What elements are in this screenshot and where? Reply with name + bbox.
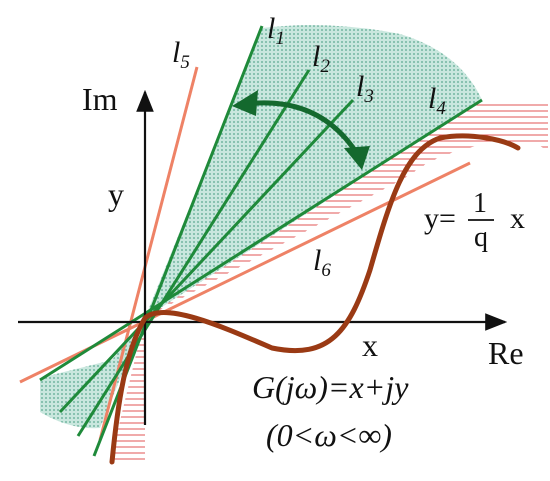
imag-axis-label: Im	[82, 81, 118, 117]
line-l2	[76, 69, 311, 437]
hatched-region-lower	[110, 318, 145, 462]
label-l4: l4	[428, 82, 446, 119]
popov-denominator: q	[474, 222, 488, 253]
label-l6: l6	[313, 244, 331, 281]
frequency-range: (0<ω<∞)	[266, 417, 392, 453]
y-label: y	[108, 176, 124, 212]
transfer-function-formula: G(jω)=x+jy	[252, 369, 409, 405]
popov-numerator: 1	[473, 188, 487, 219]
real-axis-label: Re	[488, 335, 524, 371]
lower-sector-region	[40, 318, 145, 429]
rotation-arrow-head-right	[344, 146, 370, 170]
popov-prefix: y=	[424, 202, 456, 235]
x-label: x	[362, 327, 378, 363]
stability-sector-region	[145, 25, 482, 318]
rotation-arrow-arc	[244, 100, 361, 157]
line-l4	[39, 98, 483, 382]
popov-line-equation: y= 1 q x	[424, 188, 525, 253]
label-l1: l1	[267, 12, 285, 49]
label-l5: l5	[172, 36, 190, 73]
line-l3	[58, 98, 355, 414]
hatched-region-upper	[145, 100, 548, 318]
nyquist-curve	[109, 133, 521, 465]
label-l3: l3	[356, 70, 374, 107]
popov-suffix: x	[510, 202, 525, 235]
rotation-arrow-head-left	[232, 90, 258, 116]
label-l2: l2	[312, 40, 330, 77]
